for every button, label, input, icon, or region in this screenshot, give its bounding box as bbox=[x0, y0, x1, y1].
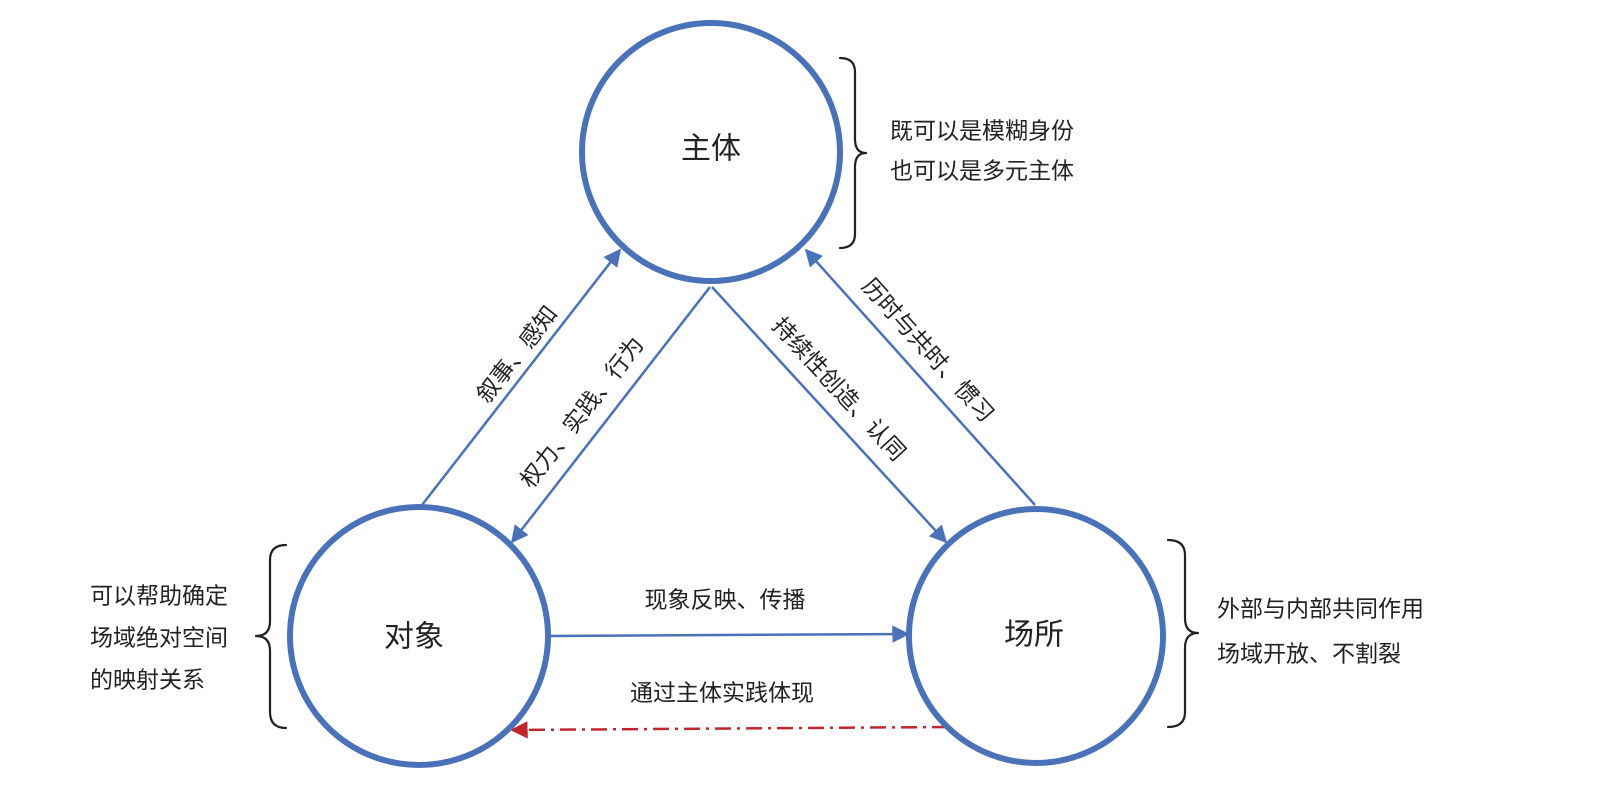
note-place-line-2: 场域开放、不割裂 bbox=[1217, 642, 1401, 668]
note-object-line-3: 的映射关系 bbox=[90, 668, 205, 694]
note-object: 可以帮助确定 场域绝对空间 的映射关系 bbox=[90, 584, 228, 694]
note-subject-line-1: 既可以是模糊身份 bbox=[890, 119, 1074, 145]
edge-object-to-place bbox=[547, 625, 910, 643]
node-subject-label: 主体 bbox=[681, 132, 741, 167]
note-place-line-1: 外部与内部共同作用 bbox=[1217, 597, 1424, 623]
node-place-label: 场所 bbox=[1004, 618, 1064, 653]
note-subject: 既可以是模糊身份 也可以是多元主体 bbox=[890, 119, 1074, 185]
node-place-circle bbox=[906, 506, 1166, 766]
edge-label-subject-to-object: 权力、实践、行为 bbox=[516, 332, 650, 493]
edge-place-to-subject bbox=[804, 248, 1036, 506]
brace-object bbox=[254, 543, 288, 730]
node-subject: 主体 bbox=[579, 20, 843, 284]
edge-label-place-to-subject: 历时与共时、惯习 bbox=[856, 274, 998, 428]
brace-subject bbox=[838, 56, 868, 250]
brace-place bbox=[1166, 538, 1200, 729]
edge-label-place-to-object: 通过主体实践体现 bbox=[630, 681, 814, 707]
node-subject-circle bbox=[579, 20, 843, 284]
edge-place-to-object bbox=[510, 721, 949, 739]
note-subject-line-2: 也可以是多元主体 bbox=[890, 159, 1074, 185]
node-object-label: 对象 bbox=[384, 620, 444, 655]
edge-subject-to-object bbox=[510, 286, 711, 544]
edge-object-to-subject bbox=[421, 248, 622, 506]
edge-label-object-to-place: 现象反映、传播 bbox=[645, 588, 806, 614]
node-object-circle bbox=[287, 504, 551, 768]
edge-subject-to-place bbox=[711, 286, 948, 544]
note-object-line-2: 场域绝对空间 bbox=[90, 626, 228, 652]
note-place: 外部与内部共同作用 场域开放、不割裂 bbox=[1217, 597, 1424, 668]
note-object-line-1: 可以帮助确定 bbox=[90, 584, 228, 610]
edge-label-object-to-subject: 叙事、感知 bbox=[472, 301, 563, 408]
node-object: 对象 bbox=[287, 504, 551, 768]
node-place: 场所 bbox=[906, 506, 1166, 766]
edge-label-subject-to-place: 持续性创造、认同 bbox=[767, 313, 910, 466]
